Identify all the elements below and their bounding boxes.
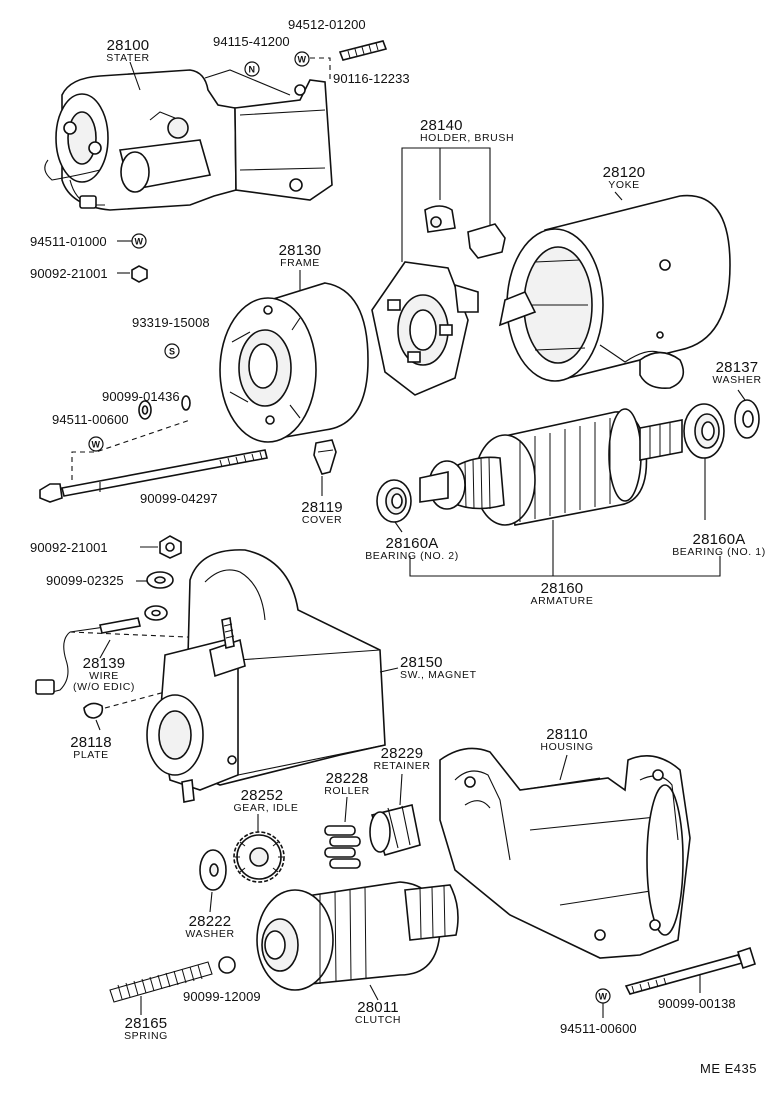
starter-name: STATER: [106, 52, 150, 64]
part-code-90099-04297: 90099-04297: [140, 491, 218, 506]
through-bolt-left-drawing: [39, 449, 268, 503]
housing-name: HOUSING: [540, 741, 594, 753]
plate-number: 28118: [70, 734, 112, 751]
cover-name: COVER: [301, 514, 343, 526]
bearings-drawing: [376, 399, 760, 523]
wire-name: WIRE: [89, 670, 119, 682]
svg-text:N: N: [249, 65, 256, 75]
washer-28222-drawing: [199, 849, 227, 891]
leader-lines: [95, 61, 746, 1001]
housing-drawing: [439, 747, 691, 959]
retainer-name: RETAINER: [373, 760, 431, 772]
bearing-no2-name: BEARING (NO. 2): [365, 550, 459, 562]
part-code-90099-12009: 90099-12009: [183, 989, 261, 1004]
spring-name: SPRING: [124, 1030, 168, 1042]
idle-gear-drawing: [233, 831, 285, 883]
rollers-drawing: [324, 825, 361, 869]
retainer-number: 28229: [380, 745, 424, 762]
hardware-bottom: W: [595, 946, 756, 1018]
retainer-drawing: [369, 804, 421, 856]
diagram-reference: ME E435: [700, 1061, 757, 1076]
magnet-switch-drawing: [146, 549, 386, 803]
washer-28137-number: 28137: [715, 359, 759, 376]
wire-name-note: (W/O EDIC): [73, 681, 135, 693]
svg-text:W: W: [92, 440, 101, 450]
svg-text:W: W: [298, 55, 307, 65]
svg-text:W: W: [135, 237, 144, 247]
svg-text:S: S: [169, 347, 175, 357]
armature-number: 28160: [540, 580, 584, 597]
washer-28137-name: WASHER: [712, 374, 762, 386]
part-code-94511-00600-b: 94511-00600: [560, 1021, 637, 1036]
bearing-no1-name: BEARING (NO. 1): [672, 546, 766, 558]
brush-holder-number: 28140: [420, 117, 463, 134]
washer-28222-name: WASHER: [185, 928, 235, 940]
clutch-number: 28011: [357, 999, 399, 1016]
roller-name: ROLLER: [324, 785, 370, 797]
bearing-no1-number: 28160A: [692, 531, 746, 548]
frame-name: FRAME: [280, 257, 320, 269]
bearing-no2-number: 28160A: [385, 535, 439, 552]
hardware-left: W S W: [71, 233, 191, 480]
part-code-94512-01200: 94512-01200: [288, 17, 366, 32]
hardware-top: N W: [244, 40, 388, 82]
part-code-90099-00138: 90099-00138: [658, 996, 736, 1011]
armature-drawing: [419, 408, 683, 526]
magnet-switch-number: 28150: [400, 654, 443, 671]
frame-number: 28130: [278, 242, 322, 259]
part-code-94511-00600-a: 94511-00600: [52, 412, 129, 427]
idle-gear-name: GEAR, IDLE: [233, 802, 299, 814]
brush-holder-name: HOLDER, BRUSH: [420, 132, 515, 144]
wire-number: 28139: [82, 655, 126, 672]
part-code-94511-01000: 94511-01000: [30, 234, 107, 249]
armature-name: ARMATURE: [530, 595, 594, 607]
yoke-number: 28120: [602, 164, 646, 181]
part-code-90099-02325: 90099-02325: [46, 573, 124, 588]
magnet-switch-name: SW., MAGNET: [400, 669, 477, 681]
armature-bracket-lines: [394, 458, 721, 577]
wire-drawing: [35, 617, 211, 695]
starter-number: 28100: [106, 37, 150, 54]
yoke-name: YOKE: [608, 179, 640, 191]
part-code-93319-15008: 93319-15008: [132, 315, 210, 330]
starter-assembly-drawing: [44, 69, 333, 211]
part-code-90099-01436: 90099-01436: [102, 389, 180, 404]
part-code-90092-21001-a: 90092-21001: [30, 266, 108, 281]
hardware-mid-left: [144, 535, 182, 621]
part-code-90116-12233: 90116-12233: [333, 71, 410, 86]
svg-text:W: W: [599, 992, 608, 1002]
spring-number: 28165: [124, 1015, 168, 1032]
cover-drawing: [313, 439, 337, 475]
clutch-name: CLUTCH: [354, 1014, 402, 1026]
washer-28222-number: 28222: [188, 913, 232, 930]
ball-drawing: [218, 956, 236, 974]
cover-number: 28119: [301, 499, 343, 516]
frame-drawing: [219, 282, 369, 443]
clutch-drawing: [256, 881, 459, 991]
plate-name: PLATE: [73, 749, 109, 761]
yoke-drawing: [498, 194, 731, 390]
roller-number: 28228: [325, 770, 369, 787]
spring-drawing: [109, 961, 213, 1015]
brush-holder-drawing: [371, 147, 506, 396]
part-code-90092-21001-b: 90092-21001: [30, 540, 108, 555]
idle-gear-number: 28252: [240, 787, 284, 804]
housing-number: 28110: [546, 726, 588, 743]
part-code-94115-41200: 94115-41200: [213, 34, 290, 49]
